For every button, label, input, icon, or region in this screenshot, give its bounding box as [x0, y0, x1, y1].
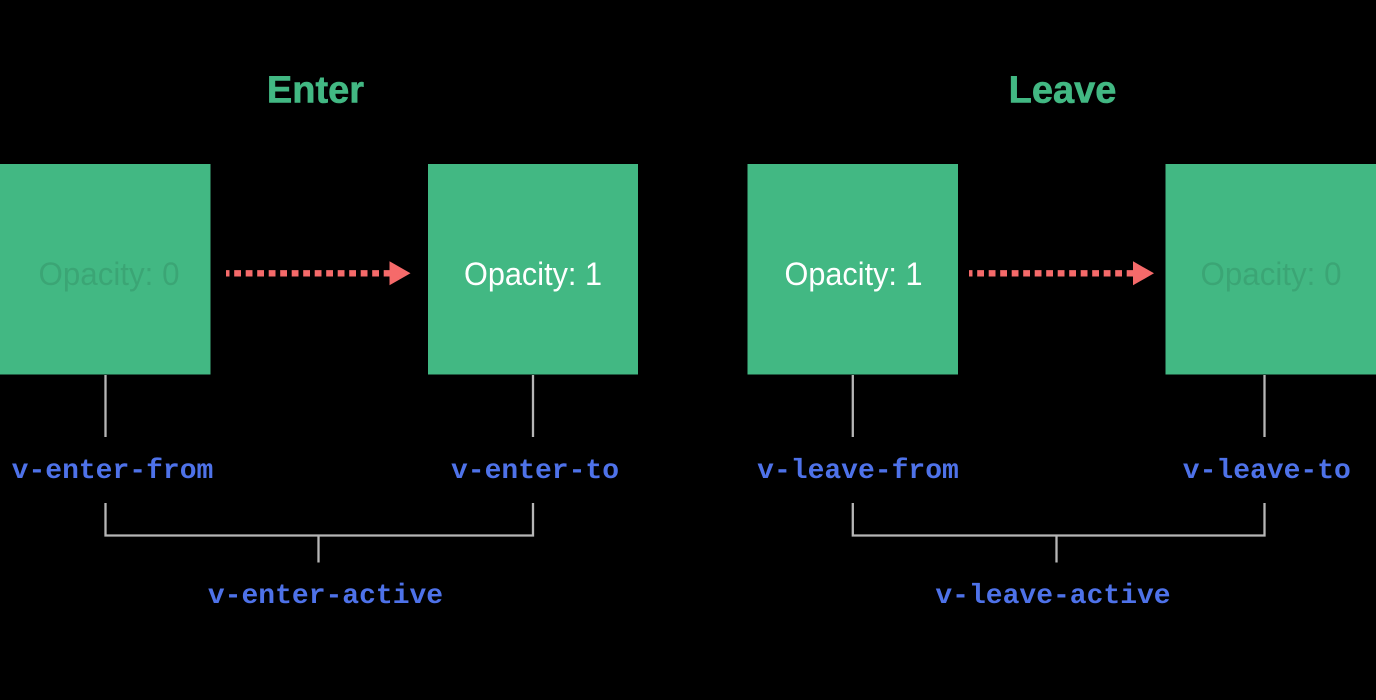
svg-text:Opacity: 1: Opacity: 1	[785, 256, 923, 292]
svg-text:v-leave-active: v-leave-active	[935, 581, 1170, 612]
svg-text:v-enter-active: v-enter-active	[208, 581, 443, 612]
svg-text:v-enter-to: v-enter-to	[451, 456, 619, 487]
svg-text:v-enter-from: v-enter-from	[12, 456, 214, 487]
svg-text:Enter: Enter	[267, 70, 364, 112]
svg-text:v-leave-to: v-leave-to	[1183, 456, 1351, 487]
svg-text:Opacity: 0: Opacity: 0	[39, 256, 180, 292]
svg-text:v-leave-from: v-leave-from	[757, 456, 959, 487]
svg-text:Opacity: 0: Opacity: 0	[1201, 256, 1342, 292]
svg-text:Opacity: 1: Opacity: 1	[464, 256, 602, 292]
svg-text:Leave: Leave	[1009, 70, 1117, 112]
